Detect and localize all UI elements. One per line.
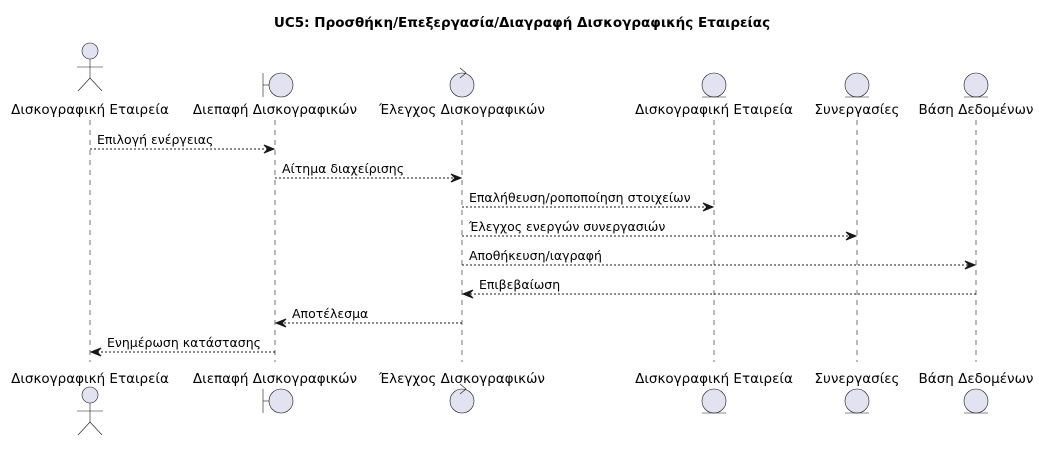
arrowhead-icon xyxy=(274,318,287,328)
arrowhead-icon xyxy=(845,231,858,241)
participant-bottom-2: Διεπαφή Δισκογραφικών xyxy=(193,371,357,414)
entity-icon xyxy=(701,72,727,98)
message-label: Αποθήκευση/ιαγραφή xyxy=(469,248,602,263)
participant-bottom-1: Δισκογραφική Εταιρεία xyxy=(11,371,169,436)
participant-top-2: Διεπαφή Δισκογραφικών xyxy=(193,72,357,118)
participant-name: Δισκογραφική Εταιρεία xyxy=(11,102,169,118)
participant-bottom-4: Δισκογραφική Εταιρεία xyxy=(635,371,793,414)
participant-top-1: Δισκογραφική Εταιρεία xyxy=(11,42,169,118)
participant-footer-row: Δισκογραφική Εταιρεία Διεπαφή Δισκογραφικ… xyxy=(11,371,1034,436)
participant-name: Διεπαφή Δισκογραφικών xyxy=(193,371,357,387)
participant-name: Συνεργασίες xyxy=(815,102,900,118)
message-label: Επιβεβαίωση xyxy=(479,277,560,292)
participant-name: Βάση Δεδομένων xyxy=(919,102,1034,118)
entity-icon xyxy=(963,388,989,414)
boundary-icon xyxy=(262,72,294,98)
lifelines xyxy=(89,120,977,362)
entity-icon xyxy=(963,72,989,98)
message-8: Ενημέρωση κατάστασης xyxy=(89,335,275,357)
message-label: Έλεγχος ενεργών συνεργασιών xyxy=(468,219,665,234)
diagram-title: UC5: Προσθήκη/Επεξεργασία/Διαγραφή Δισκο… xyxy=(274,15,770,31)
arrowhead-icon xyxy=(461,289,474,299)
message-label: Επιλογή ενέργειας xyxy=(97,132,213,147)
participant-name: Έλεγχος Δισκογραφικών xyxy=(378,371,545,387)
participant-name: Δισκογραφική Εταιρεία xyxy=(635,371,793,387)
participant-top-6: Βάση Δεδομένων xyxy=(919,72,1034,118)
message-label: Ενημέρωση κατάστασης xyxy=(107,335,261,350)
entity-icon xyxy=(844,72,870,98)
arrowhead-icon xyxy=(450,173,463,183)
participant-bottom-5: Συνεργασίες xyxy=(815,371,900,414)
participant-bottom-3: Έλεγχος Δισκογραφικών xyxy=(378,371,545,414)
arrowhead-icon xyxy=(89,347,102,357)
participant-name: Συνεργασίες xyxy=(815,371,900,387)
message-3: Επαλήθευση/ροποποίηση στοιχείων xyxy=(462,190,715,212)
control-icon xyxy=(449,67,475,98)
participant-top-4: Δισκογραφική Εταιρεία xyxy=(635,72,793,118)
message-label: Αίτημα διαχείρισης xyxy=(282,161,404,176)
actor-icon xyxy=(77,386,103,436)
participant-name: Διεπαφή Δισκογραφικών xyxy=(193,102,357,118)
arrowhead-icon xyxy=(702,202,715,212)
participant-top-5: Συνεργασίες xyxy=(815,72,900,118)
message-6: Επιβεβαίωση xyxy=(461,277,976,299)
entity-icon xyxy=(701,388,727,414)
arrowhead-icon xyxy=(263,144,276,154)
entity-icon xyxy=(844,388,870,414)
arrowhead-icon xyxy=(964,260,977,270)
message-2: Αίτημα διαχείρισης xyxy=(275,161,463,183)
participant-top-3: Έλεγχος Δισκογραφικών xyxy=(378,67,545,118)
participant-name: Βάση Δεδομένων xyxy=(919,371,1034,387)
participant-header-row: Δισκογραφική Εταιρεία Διεπαφή Δισκογραφικ… xyxy=(11,42,1034,118)
participant-name: Δισκογραφική Εταιρεία xyxy=(635,102,793,118)
message-1: Επιλογή ενέργειας xyxy=(90,132,276,154)
message-label: Επαλήθευση/ροποποίηση στοιχείων xyxy=(469,190,691,205)
boundary-icon xyxy=(262,388,294,414)
participant-name: Έλεγχος Δισκογραφικών xyxy=(378,102,545,118)
participant-bottom-6: Βάση Δεδομένων xyxy=(919,371,1034,414)
message-4: Έλεγχος ενεργών συνεργασιών xyxy=(462,219,858,241)
message-7: Αποτέλεσμα xyxy=(274,306,462,328)
participant-name: Δισκογραφική Εταιρεία xyxy=(11,371,169,387)
message-5: Αποθήκευση/ιαγραφή xyxy=(462,248,977,270)
control-icon xyxy=(449,383,475,414)
message-label: Αποτέλεσμα xyxy=(292,306,368,321)
actor-icon xyxy=(77,42,103,92)
